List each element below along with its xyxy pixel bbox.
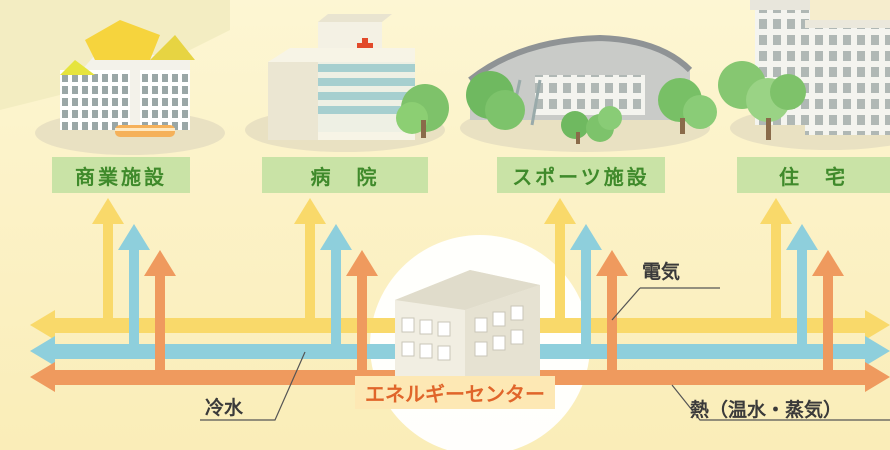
vertical-arrows bbox=[92, 198, 844, 377]
cold-water-arrow-right bbox=[865, 336, 890, 366]
heat-arrow-left bbox=[30, 362, 55, 392]
caption-electricity: 電気 bbox=[642, 261, 681, 283]
electricity-arrow-right bbox=[865, 310, 890, 340]
caption-cold-water: 冷水 bbox=[205, 397, 244, 419]
cold-water-leader-line bbox=[200, 351, 306, 421]
commercial-building-illustration bbox=[60, 20, 195, 137]
caption-heat: 熱（温水・蒸気） bbox=[690, 399, 843, 421]
housing-illustration bbox=[718, 0, 890, 140]
electricity-arrow-left bbox=[30, 310, 55, 340]
facility-label-sports: スポーツ施設 bbox=[497, 157, 665, 193]
heat-leader-line bbox=[671, 384, 890, 421]
sports-facility-illustration bbox=[466, 34, 717, 144]
energy-center-label: エネルギーセンター bbox=[355, 376, 555, 409]
hospital-building-illustration bbox=[268, 14, 449, 140]
facility-label-commercial: 商業施設 bbox=[52, 157, 190, 193]
facility-label-hospital: 病 院 bbox=[262, 157, 428, 193]
facility-label-housing: 住 宅 bbox=[737, 157, 890, 193]
cold-water-arrow-left bbox=[30, 336, 55, 366]
energy-center-building bbox=[395, 270, 540, 400]
heat-arrow-right bbox=[865, 362, 890, 392]
